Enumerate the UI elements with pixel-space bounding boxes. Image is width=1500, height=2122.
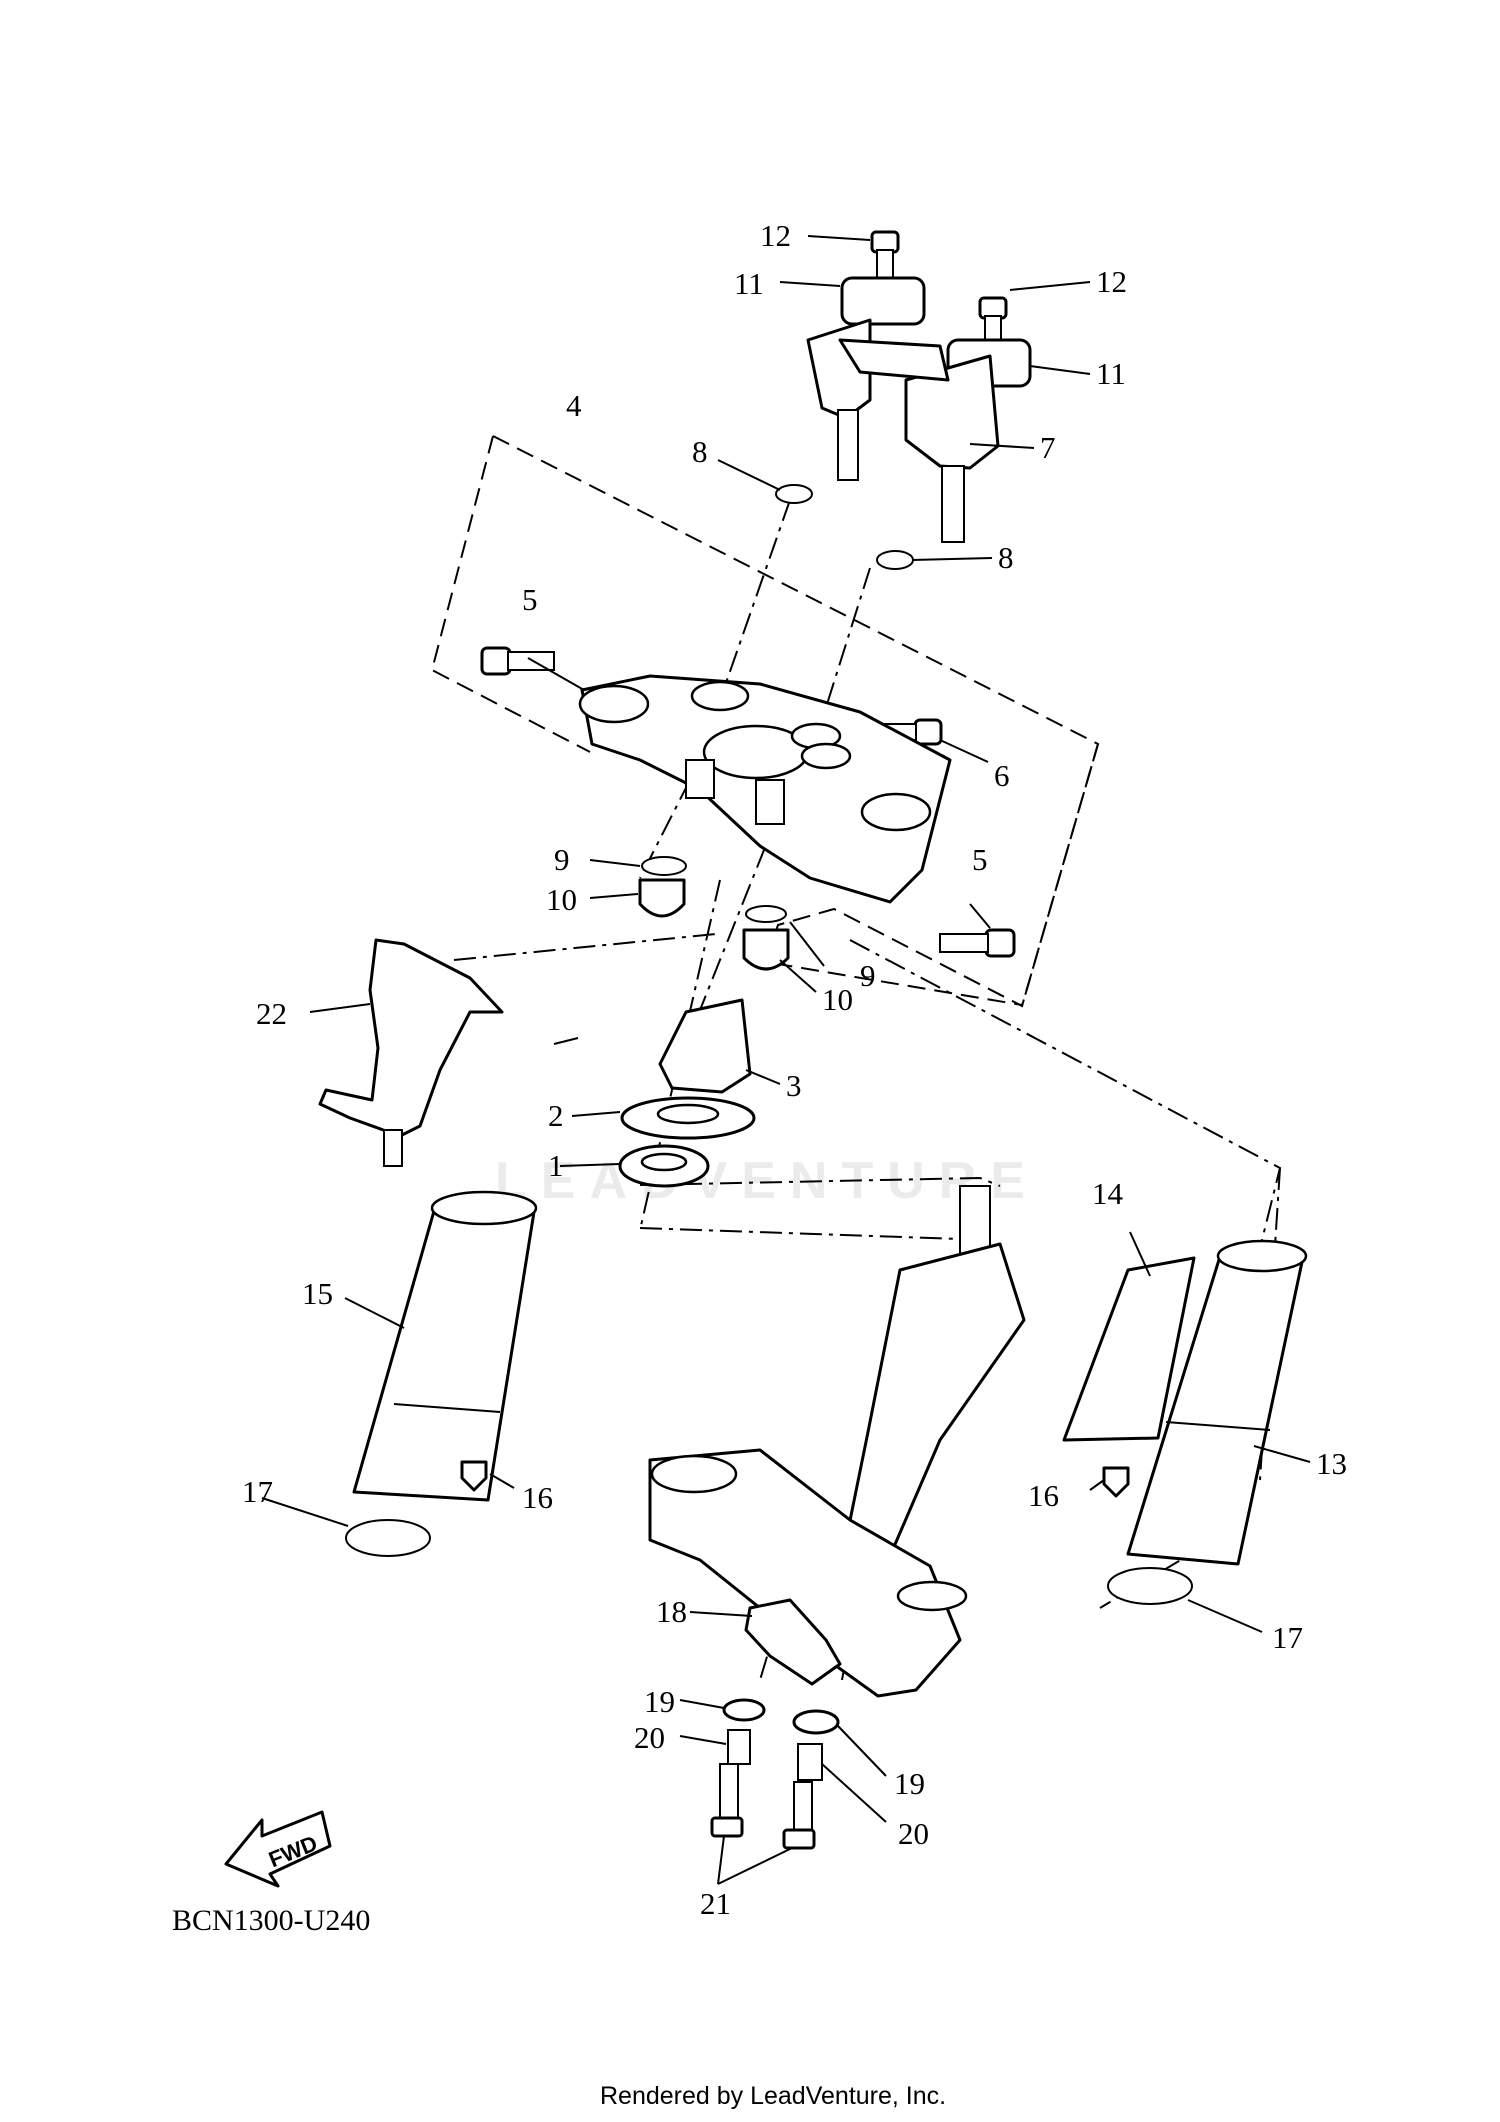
pinch-bolt-5-lower [939,928,1016,958]
callout-9-right: 9 [860,958,876,993]
callout-labels: 12 11 12 11 7 4 8 8 5 6 5 9 10 9 10 22 3… [242,218,1347,1921]
diagram-code: BCN1300-U240 [172,1904,371,1937]
callout-6: 6 [994,758,1010,793]
callout-17-right: 17 [1272,1620,1303,1655]
callout-21: 21 [700,1886,731,1921]
handlebar-holder-link [838,338,950,382]
collar-19-right [792,1709,840,1735]
washer-8-right [876,550,914,570]
clamp-18 [744,1598,842,1686]
callout-19-left: 19 [644,1684,675,1719]
callout-8-right: 8 [998,540,1014,575]
bolt-21-left [710,1763,744,1838]
footer-credit: Rendered by LeadVenture, Inc. [600,2082,947,2110]
pinch-bolt-5-upper [480,646,555,676]
callout-11-right: 11 [1096,356,1126,391]
upper-bracket [578,674,952,904]
washer-9-left [641,856,687,876]
callout-leaders [261,235,1311,1885]
callout-10-left: 10 [546,882,577,917]
callout-19-right: 19 [894,1766,925,1801]
callout-17-left: 17 [242,1474,273,1509]
fork-guard-14 [1062,1256,1196,1442]
callout-9-left: 9 [554,842,570,877]
bolt-21-right [782,1781,816,1850]
callout-12-left: 12 [760,218,791,253]
watermark-text: LEADVENTURE [495,1152,1039,1210]
callout-7: 7 [1040,430,1056,465]
callout-8-left: 8 [692,434,708,469]
callout-11-left: 11 [734,266,764,301]
fork-tube-13 [1126,1239,1308,1566]
fwd-arrow-icon: FWD [224,1810,332,1888]
handlebar-holder-7 [904,354,1000,543]
callout-2: 2 [548,1098,564,1133]
callout-18: 18 [656,1594,687,1629]
lower-bracket-stem [648,1185,1026,1698]
callout-5-upper: 5 [522,582,538,617]
callout-12-right: 12 [1096,264,1127,299]
callout-13: 13 [1316,1446,1347,1481]
washer-9-right [745,905,787,923]
bolt-12-left [870,230,900,291]
fork-tube-15 [352,1190,538,1502]
callout-16-right: 16 [1028,1478,1059,1513]
o-ring-17-right [1107,1567,1193,1605]
cap-nut-10-right [742,928,790,971]
screw-16-left [460,1460,488,1492]
callout-4: 4 [566,388,582,423]
screw-22 [383,1129,403,1167]
callout-5-lower: 5 [972,842,988,877]
collar-3 [658,998,752,1094]
cap-nut-10-left [638,878,686,918]
callout-1: 1 [548,1148,564,1183]
callout-20-left: 20 [634,1720,665,1755]
collar-19-left [722,1698,766,1722]
callout-14: 14 [1092,1176,1124,1211]
callout-16-left: 16 [522,1480,553,1515]
callout-20-right: 20 [898,1816,929,1851]
spacer-20-right [797,1743,823,1781]
callout-15: 15 [302,1276,333,1311]
washer-8-left [775,484,813,504]
screw-16-right [1102,1466,1130,1498]
bracket-22 [318,938,504,1138]
holder-cap-11-left [840,276,926,326]
callout-22: 22 [256,996,287,1031]
spacer-20-left [727,1729,751,1765]
callout-3: 3 [786,1068,802,1103]
callout-10-right: 10 [822,982,853,1017]
o-ring-17-left [345,1519,431,1557]
